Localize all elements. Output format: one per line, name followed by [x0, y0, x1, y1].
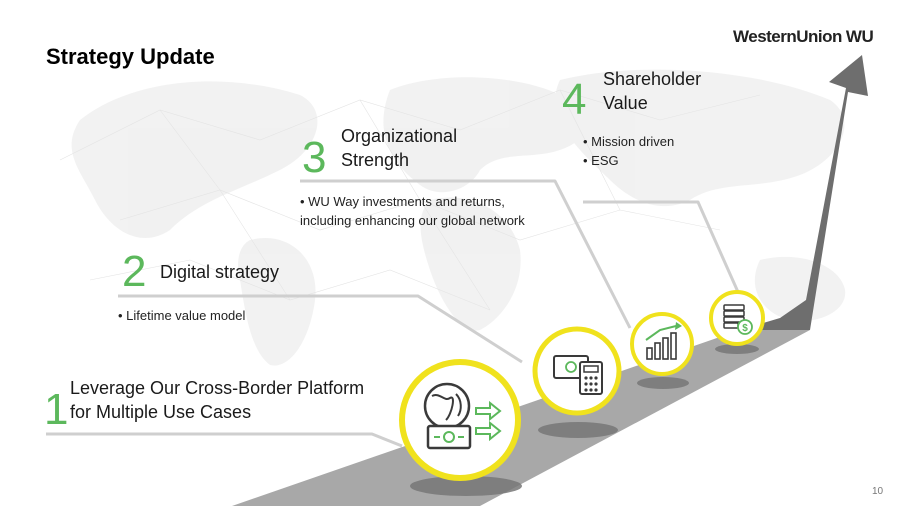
step-2-bullets: • Lifetime value model — [118, 306, 245, 325]
connector-lines — [46, 179, 740, 448]
icon-shadow-4 — [715, 344, 759, 354]
svg-text:$: $ — [742, 323, 748, 334]
step-2-bullet: • Lifetime value model — [118, 308, 246, 323]
growth-arrow — [740, 55, 868, 330]
step-3-heading: Organizational Strength — [341, 124, 457, 172]
step-2-number: 2 — [122, 247, 147, 296]
icon-shadow-3 — [637, 377, 689, 389]
step-4-heading: Shareholder Value — [603, 67, 701, 115]
icon-shadow-1 — [410, 476, 522, 496]
page-number: 10 — [872, 486, 884, 497]
step-3-bullets: • WU Way investments and returns, includ… — [300, 192, 525, 230]
step-3-heading-line: Organizational — [341, 126, 458, 146]
connector-line-4 — [583, 200, 740, 293]
step-2-heading: Digital strategy — [160, 262, 280, 282]
step-1-heading-line: Leverage Our Cross-Border Platform — [70, 378, 365, 398]
money-calculator-icon — [532, 326, 622, 416]
globe-money-transfer-icon — [399, 359, 521, 481]
step-4-heading-line: Value — [603, 93, 648, 113]
network-lines — [59, 89, 761, 311]
step-1-heading-line: for Multiple Use Cases — [70, 402, 252, 422]
coin-stack-dollar-icon: $ — [709, 290, 765, 346]
step-3-bullet: including enhancing our global network — [300, 213, 525, 228]
step-1-number: 1 — [44, 385, 69, 434]
step-1-heading: Leverage Our Cross-Border Platform for M… — [70, 376, 364, 424]
growth-chart-icon — [630, 312, 694, 376]
page-title: Strategy Update — [46, 44, 215, 69]
connector-line-2 — [118, 294, 523, 364]
world-map-background — [71, 69, 846, 366]
step-4-number: 4 — [562, 75, 587, 124]
connector-line-3 — [300, 179, 632, 329]
step-3-bullet: • WU Way investments and returns, — [300, 194, 505, 209]
step-4-bullets: • Mission driven • ESG — [583, 132, 674, 170]
step-3-heading-line: Strength — [341, 150, 410, 170]
step-3-number: 3 — [302, 133, 327, 182]
connector-line-1 — [46, 432, 403, 448]
step-4-bullet: • Mission driven — [583, 134, 675, 149]
logo-emblem: WU — [845, 27, 874, 46]
icon-shadow-2 — [538, 422, 618, 438]
step-4-heading-line: Shareholder — [603, 69, 702, 89]
step-4-bullet: • ESG — [583, 153, 619, 168]
